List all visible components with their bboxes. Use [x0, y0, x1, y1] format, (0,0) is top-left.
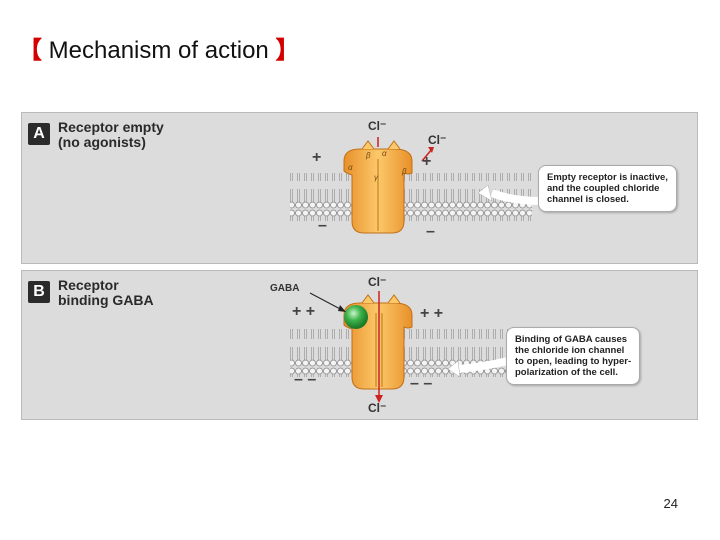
chloride-ion-label-side: Cl⁻ — [428, 133, 447, 147]
title-open-bracket: 【 — [18, 37, 42, 64]
gaba-pointer-arrow — [309, 292, 345, 312]
title-text: Mechanism of action — [48, 37, 269, 64]
subunit-beta-2: β — [402, 167, 407, 176]
subunit-alpha-1: α — [382, 149, 387, 158]
chloride-ion-label-bottom: Cl⁻ — [368, 401, 387, 415]
plus-sign-left: + — [312, 149, 322, 166]
chloride-arrow-side — [421, 148, 433, 162]
panel-a-illustration — [290, 137, 543, 234]
callout-b-line4: polarization of the cell. — [515, 367, 618, 378]
subunit-alpha-2: α — [348, 163, 353, 172]
callout-gaba-binding: Binding of GABA causes the chloride ion … — [506, 327, 641, 385]
minus-signs-left: – – — [294, 371, 317, 388]
panel-b-label: Receptor binding GABA — [58, 278, 154, 308]
title-close-bracket: 】 — [275, 37, 300, 64]
panel-a-label: Receptor empty (no agonists) — [58, 120, 164, 150]
minus-sign-left: – — [318, 217, 327, 234]
plus-sign-right: + — [422, 153, 432, 170]
gaba-ligand — [344, 305, 368, 329]
callout-arrow-b — [457, 357, 509, 373]
membrane-bilayer — [290, 329, 532, 377]
callout-b-line1: Binding of GABA causes — [515, 334, 628, 345]
chloride-ion-label-top: Cl⁻ — [368, 119, 387, 133]
panel-b-label-line2: binding GABA — [58, 292, 154, 308]
panel-a-letter: A — [28, 123, 50, 145]
panel-receptor-empty: A Receptor empty (no agonists) Cl⁻ Cl⁻ β… — [21, 112, 698, 264]
callout-a-line2: and the coupled chloride — [547, 183, 660, 194]
subunit-gamma: γ — [374, 173, 378, 182]
minus-signs-right: – – — [410, 375, 433, 392]
plus-signs-right: + + — [420, 305, 444, 322]
panel-receptor-binding-gaba: B Receptor binding GABA GABA Cl⁻ Cl⁻ + +… — [21, 270, 698, 420]
callout-b-line3: to open, leading to hyper- — [515, 356, 632, 367]
panel-a-label-line1: Receptor empty — [58, 119, 164, 135]
chloride-ion-label-top: Cl⁻ — [368, 275, 387, 289]
gaba-receptor-closed — [343, 140, 413, 234]
panel-b-illustration — [290, 291, 532, 403]
callout-empty-receptor: Empty receptor is inactive, and the coup… — [538, 165, 677, 212]
plus-signs-left: + + — [292, 303, 316, 320]
panel-b-letter: B — [28, 281, 50, 303]
minus-sign-right: – — [426, 223, 435, 240]
subunit-beta-1: β — [366, 151, 371, 160]
gaba-ligand-label: GABA — [270, 283, 300, 294]
panel-b-label-line1: Receptor — [58, 277, 119, 293]
callout-a-line3: channel is closed. — [547, 194, 629, 205]
page-number: 24 — [663, 496, 678, 511]
callout-b-line2: the chloride ion channel — [515, 345, 625, 356]
panel-a-label-line2: (no agonists) — [58, 134, 146, 150]
callout-arrow-a — [490, 189, 543, 205]
callout-a-line1: Empty receptor is inactive, — [547, 172, 668, 183]
slide-title: 【 Mechanism of action 】 — [18, 30, 299, 65]
